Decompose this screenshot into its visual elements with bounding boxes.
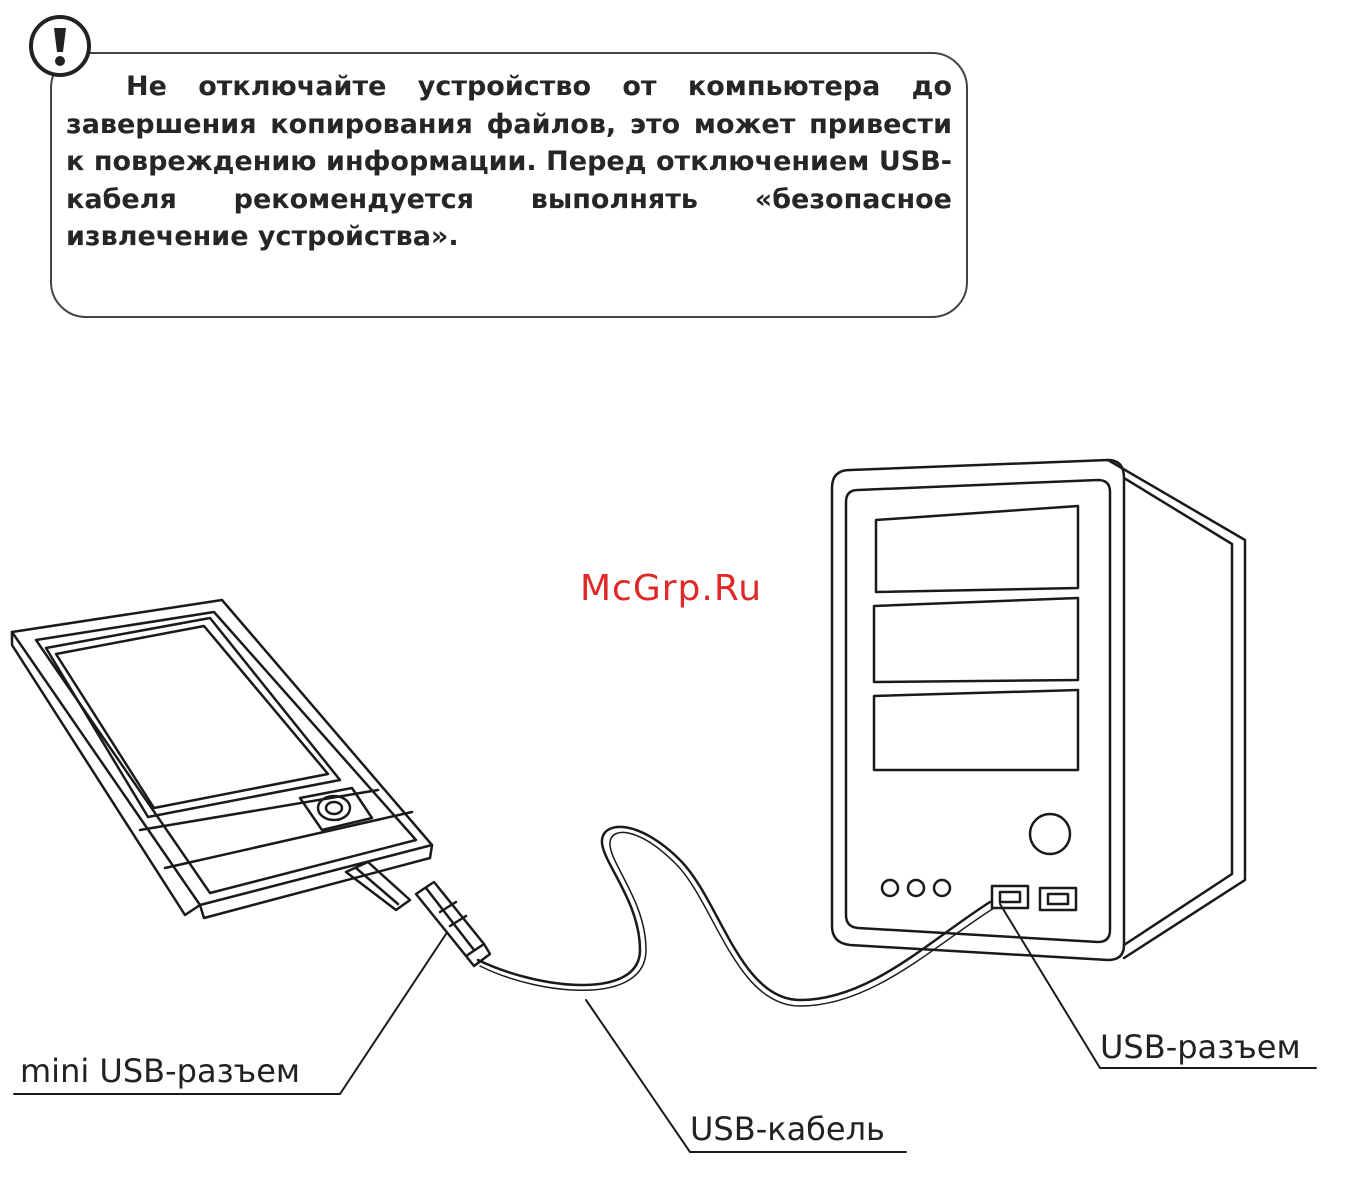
- computer-tower: [832, 460, 1245, 960]
- mini-usb-connector: [416, 882, 490, 966]
- ebook-reader-device: [12, 600, 432, 918]
- usb-cable-label: USB-кабель: [690, 1110, 885, 1148]
- mini-usb-label: mini USB-разъем: [20, 1052, 300, 1090]
- usb-port-label: USB-разъем: [1100, 1028, 1301, 1066]
- watermark: McGrp.Ru: [580, 568, 762, 609]
- usb-cable: [478, 827, 990, 1000]
